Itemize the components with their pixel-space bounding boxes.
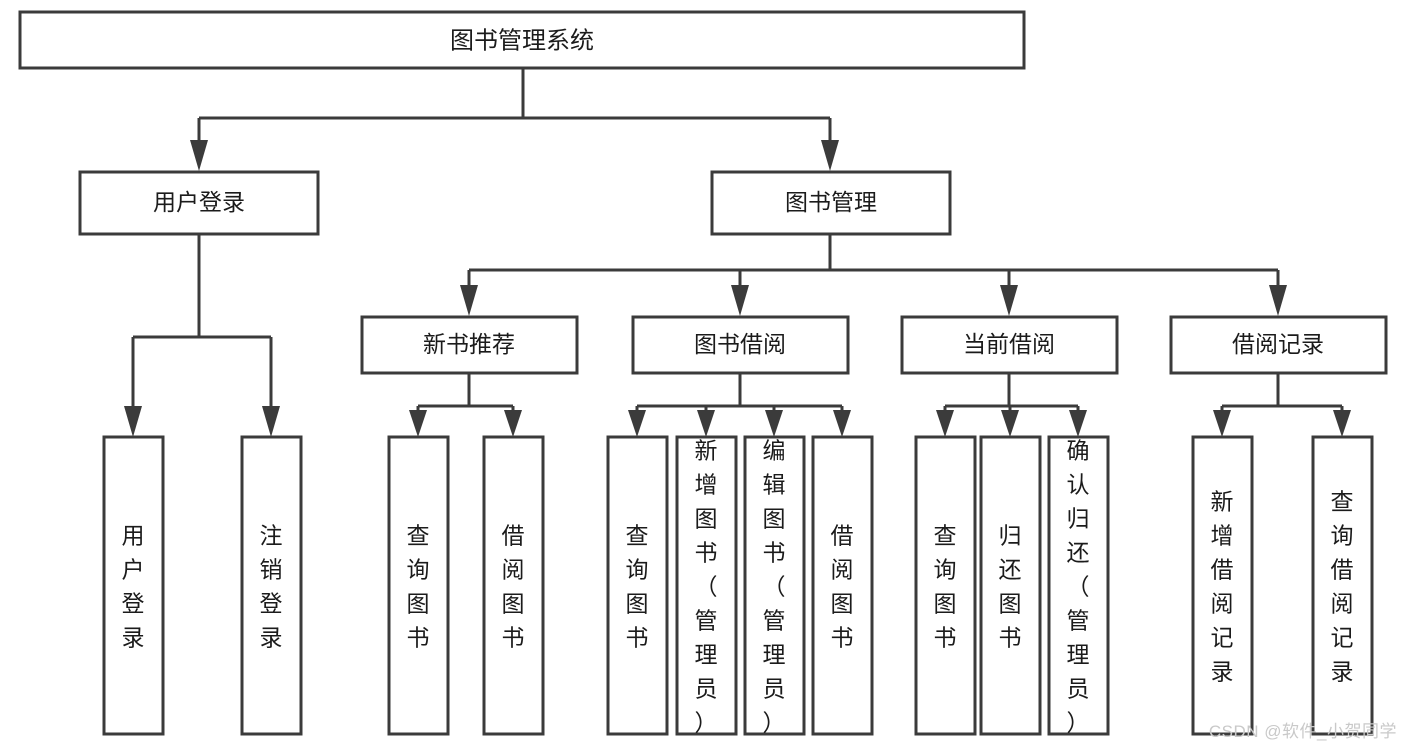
node-root-book-management-system[interactable]: 图书管理系统 (18, 10, 1026, 70)
edge-group-borrow-record (1213, 373, 1351, 437)
node-book-borrow-label: 图书借阅 (694, 331, 786, 357)
node-leaf-cb-return-book-label: 归还图书 (999, 523, 1022, 651)
node-new-book-recommend-label: 新书推荐 (423, 331, 515, 357)
node-book-borrow[interactable]: 图书借阅 (631, 315, 850, 375)
node-leaf-br-query-record[interactable]: 查询借阅记录 (1311, 435, 1374, 736)
node-leaf-cb-confirm-return-label: 确认归还（管理员） (1067, 438, 1090, 736)
arrow-head-bb-edit-book (765, 410, 783, 437)
edge-group-book-borrow (628, 373, 851, 437)
node-leaf-br-query-record-label: 查询借阅记录 (1331, 489, 1354, 685)
edge-group-new-book-recommend (409, 373, 522, 437)
node-book-borrow-box[interactable] (631, 315, 850, 375)
arrow-head-user-login (190, 140, 208, 171)
arrow-head-cb-return-book (1001, 410, 1019, 437)
node-current-borrow-label: 当前借阅 (963, 331, 1055, 357)
node-leaf-bb-edit-book-box[interactable] (743, 435, 806, 736)
node-leaf-nbr-borrow-book-label: 借阅图书 (502, 523, 525, 651)
node-leaf-user-login-box[interactable] (102, 435, 165, 736)
node-leaf-bb-query-book-box[interactable] (606, 435, 669, 736)
node-leaf-bb-borrow-book-label: 借阅图书 (831, 523, 854, 651)
node-current-borrow-box[interactable] (900, 315, 1119, 375)
node-leaf-nbr-borrow-book[interactable]: 借阅图书 (482, 435, 545, 736)
node-leaf-bb-borrow-book-box[interactable] (811, 435, 874, 736)
node-current-borrow[interactable]: 当前借阅 (900, 315, 1119, 375)
arrow-head-nbr-query-book (409, 410, 427, 437)
node-leaf-bb-add-book-box[interactable] (675, 435, 738, 736)
arrow-head-bb-query-book (628, 410, 646, 437)
arrow-head-leaf-user-login (124, 406, 142, 437)
edge-group-user-login (124, 234, 280, 437)
node-leaf-bb-query-book-label: 查询图书 (626, 523, 649, 651)
node-leaf-bb-edit-book[interactable]: 编辑图书（管理员） (743, 435, 806, 736)
node-leaf-bb-add-book[interactable]: 新增图书（管理员） (675, 435, 738, 736)
node-leaf-nbr-query-book-box[interactable] (387, 435, 450, 736)
arrow-head-br-add-record (1213, 410, 1231, 437)
node-user-login[interactable]: 用户登录 (78, 170, 320, 236)
edge-group-current-borrow (936, 373, 1087, 437)
node-book-management[interactable]: 图书管理 (710, 170, 952, 236)
node-leaf-nbr-query-book-label: 查询图书 (407, 523, 430, 651)
arrow-head-book-mgmt (821, 140, 839, 171)
arrow-head-new-book-recommend (460, 285, 478, 316)
arrow-head-nbr-borrow-book (504, 410, 522, 437)
edge-group-root (190, 68, 839, 171)
arrow-head-borrow-record (1269, 285, 1287, 316)
node-leaf-logout[interactable]: 注销登录 (240, 435, 303, 736)
node-leaf-cb-query-book-label: 查询图书 (934, 523, 957, 651)
arrow-head-cb-confirm-return (1069, 410, 1087, 437)
node-leaf-bb-borrow-book[interactable]: 借阅图书 (811, 435, 874, 736)
arrow-head-bb-add-book (697, 410, 715, 437)
arrow-head-br-query-record (1333, 410, 1351, 437)
node-user-login-box[interactable] (78, 170, 320, 236)
node-book-management-label: 图书管理 (785, 189, 877, 215)
node-root-label: 图书管理系统 (450, 27, 594, 54)
node-leaf-cb-confirm-return[interactable]: 确认归还（管理员） (1047, 435, 1110, 736)
node-leaf-user-login[interactable]: 用户登录 (102, 435, 165, 736)
csdn-watermark: CSDN @软件_小贺同学 (1208, 722, 1397, 741)
node-leaf-cb-query-book[interactable]: 查询图书 (914, 435, 977, 736)
node-leaf-nbr-borrow-book-box[interactable] (482, 435, 545, 736)
node-leaf-bb-add-book-label: 新增图书（管理员） (695, 438, 718, 736)
arrow-head-leaf-logout (262, 406, 280, 437)
arrow-head-book-borrow (731, 285, 749, 316)
arrow-head-bb-borrow-book (833, 410, 851, 437)
node-leaf-nbr-query-book[interactable]: 查询图书 (387, 435, 450, 736)
node-new-book-recommend[interactable]: 新书推荐 (360, 315, 579, 375)
node-leaf-cb-return-book-box[interactable] (979, 435, 1042, 736)
node-user-login-label: 用户登录 (153, 189, 245, 215)
node-leaf-logout-box[interactable] (240, 435, 303, 736)
node-leaf-br-add-record[interactable]: 新增借阅记录 (1191, 435, 1254, 736)
node-leaf-cb-confirm-return-box[interactable] (1047, 435, 1110, 736)
node-borrow-record-box[interactable] (1169, 315, 1388, 375)
node-leaf-br-add-record-box[interactable] (1191, 435, 1254, 736)
node-borrow-record[interactable]: 借阅记录 (1169, 315, 1388, 375)
arrow-head-current-borrow (1000, 285, 1018, 316)
node-leaf-logout-label: 注销登录 (260, 523, 283, 651)
edge-group-book-mgmt (460, 234, 1287, 316)
node-leaf-cb-return-book[interactable]: 归还图书 (979, 435, 1042, 736)
node-root-box[interactable] (18, 10, 1026, 70)
node-borrow-record-label: 借阅记录 (1232, 331, 1324, 357)
node-leaf-br-query-record-box[interactable] (1311, 435, 1374, 736)
node-leaf-bb-edit-book-label: 编辑图书（管理员） (763, 438, 786, 736)
node-book-management-box[interactable] (710, 170, 952, 236)
arrow-head-cb-query-book (936, 410, 954, 437)
node-leaf-br-add-record-label: 新增借阅记录 (1211, 489, 1234, 685)
node-new-book-recommend-box[interactable] (360, 315, 579, 375)
node-leaf-user-login-label: 用户登录 (122, 523, 145, 651)
node-leaf-bb-query-book[interactable]: 查询图书 (606, 435, 669, 736)
node-leaf-cb-query-book-box[interactable] (914, 435, 977, 736)
